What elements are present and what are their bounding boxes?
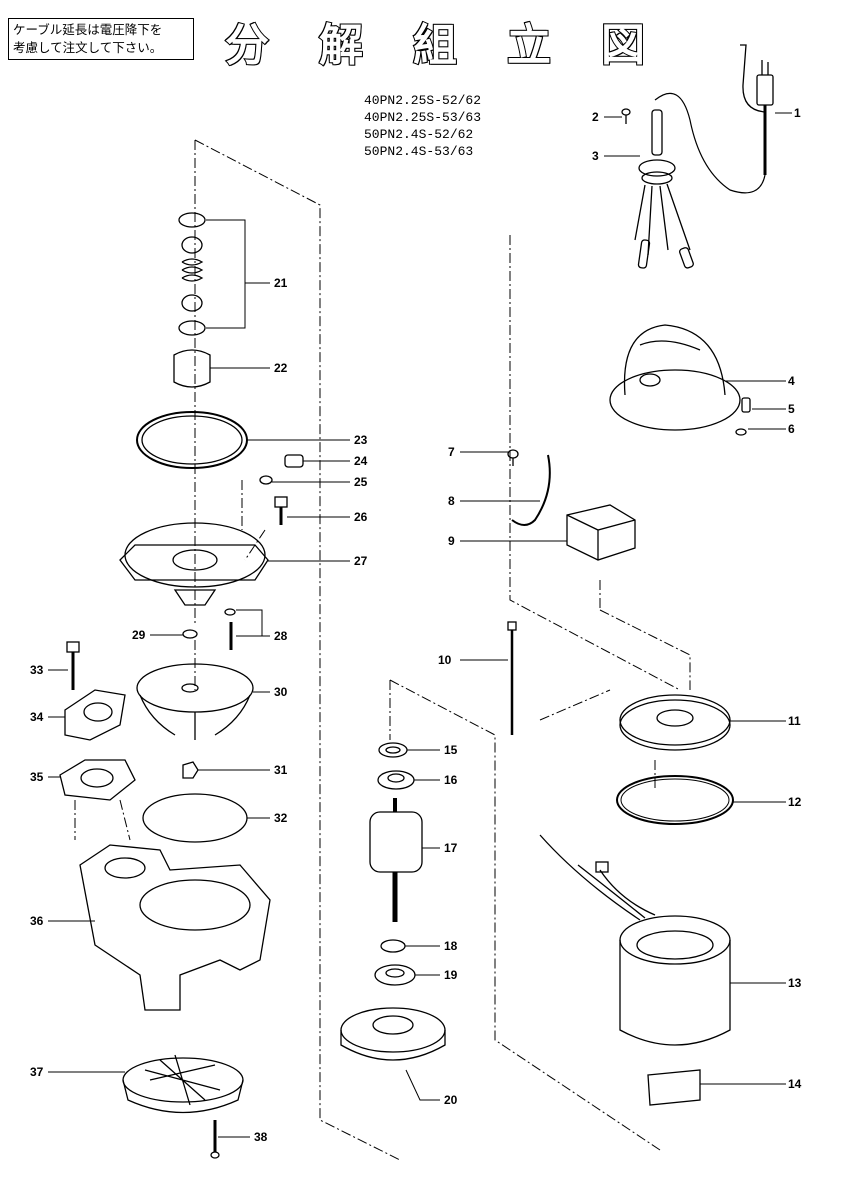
strainer <box>122 1054 244 1114</box>
mechanical-seal <box>178 212 206 336</box>
power-plug <box>740 44 774 175</box>
discharge-flange <box>64 689 126 741</box>
part-number-16: 16 <box>444 773 458 787</box>
part-number-25: 25 <box>354 475 368 489</box>
plug-24 <box>284 454 304 468</box>
washer-25 <box>259 475 273 485</box>
intermediate-casing <box>119 522 269 606</box>
part-number-8: 8 <box>448 494 455 508</box>
part-number-19: 19 <box>444 968 458 982</box>
part-number-29: 29 <box>132 628 146 642</box>
bearing-19 <box>374 964 416 986</box>
part-number-34: 34 <box>30 710 44 724</box>
part-number-30: 30 <box>274 685 288 699</box>
model-list: 40PN2.25S-52/62 40PN2.25S-53/63 50PN2.4S… <box>364 92 481 160</box>
rotor <box>369 798 423 922</box>
title-char-5: 図 <box>600 19 646 72</box>
notice-line-1: ケーブル延長は電圧降下を <box>13 22 163 37</box>
gasket-32 <box>142 793 248 843</box>
part-number-7: 7 <box>448 445 455 459</box>
part-number-12: 12 <box>788 795 802 809</box>
connector-14 <box>647 1069 701 1106</box>
through-bolt <box>507 621 517 735</box>
bolt-33 <box>66 641 80 690</box>
washer-18 <box>380 939 406 953</box>
cable-extension-notice: ケーブル延長は電圧降下を 考慮して注文して下さい。 <box>8 18 194 60</box>
nut-31 <box>182 761 199 779</box>
part-number-9: 9 <box>448 534 455 548</box>
oil-seal-holder <box>173 349 211 388</box>
part-numbers: 1 2 3 4 5 6 7 8 9 10 11 12 13 14 15 16 1… <box>30 106 802 1144</box>
part-number-3: 3 <box>592 149 599 163</box>
washer-15 <box>378 742 408 758</box>
cable-gland <box>621 108 694 269</box>
part-number-20: 20 <box>444 1093 458 1107</box>
o-ring-23 <box>136 411 248 469</box>
assembly-axes <box>74 139 691 1161</box>
part-number-23: 23 <box>354 433 368 447</box>
part-number-4: 4 <box>788 374 795 388</box>
leader-lines <box>48 112 792 1138</box>
page-title: 分 解 組 立 図 <box>224 18 646 78</box>
part-number-21: 21 <box>274 276 288 290</box>
motor-cover <box>609 324 751 436</box>
part-number-37: 37 <box>30 1065 44 1079</box>
part-number-32: 32 <box>274 811 288 825</box>
part-number-22: 22 <box>274 361 288 375</box>
part-number-24: 24 <box>354 454 368 468</box>
part-number-15: 15 <box>444 743 458 757</box>
model-1: 40PN2.25S-52/62 <box>364 93 482 108</box>
part-number-10: 10 <box>438 653 452 667</box>
model-4: 50PN2.4S-53/63 <box>364 144 474 159</box>
power-cable <box>654 92 766 194</box>
title-char-1: 分 <box>224 19 270 72</box>
bolt-26 <box>274 496 288 525</box>
part-number-28: 28 <box>274 629 288 643</box>
part-number-36: 36 <box>30 914 44 928</box>
bearing-housing <box>340 1007 446 1061</box>
o-ring-12 <box>616 775 734 825</box>
flange-gasket <box>59 759 136 801</box>
part-number-5: 5 <box>788 402 795 416</box>
notice-line-2: 考慮して注文して下さい。 <box>13 40 163 55</box>
washer-29 <box>182 629 198 639</box>
part-number-13: 13 <box>788 976 802 990</box>
part-number-17: 17 <box>444 841 458 855</box>
part-number-33: 33 <box>30 663 44 677</box>
model-2: 40PN2.25S-53/63 <box>364 110 482 125</box>
part-number-14: 14 <box>788 1077 802 1091</box>
part-number-38: 38 <box>254 1130 268 1144</box>
part-number-6: 6 <box>788 422 795 436</box>
part-number-26: 26 <box>354 510 368 524</box>
bolt-38 <box>210 1120 220 1159</box>
part-number-18: 18 <box>444 939 458 953</box>
bearing-bracket <box>619 694 731 751</box>
part-number-2: 2 <box>592 110 599 124</box>
part-number-27: 27 <box>354 554 368 568</box>
part-number-11: 11 <box>788 714 801 728</box>
impeller <box>136 663 254 740</box>
model-3: 50PN2.4S-52/62 <box>364 127 474 142</box>
thermal-sensor-and-box <box>507 449 636 561</box>
part-number-1: 1 <box>794 106 801 120</box>
title-char-2: 解 <box>318 19 364 72</box>
part-number-31: 31 <box>274 763 288 777</box>
stator <box>539 834 731 1046</box>
pump-casing <box>79 844 271 1011</box>
part-number-35: 35 <box>30 770 44 784</box>
title-char-4: 立 <box>506 19 552 72</box>
title-char-3: 組 <box>412 19 458 72</box>
